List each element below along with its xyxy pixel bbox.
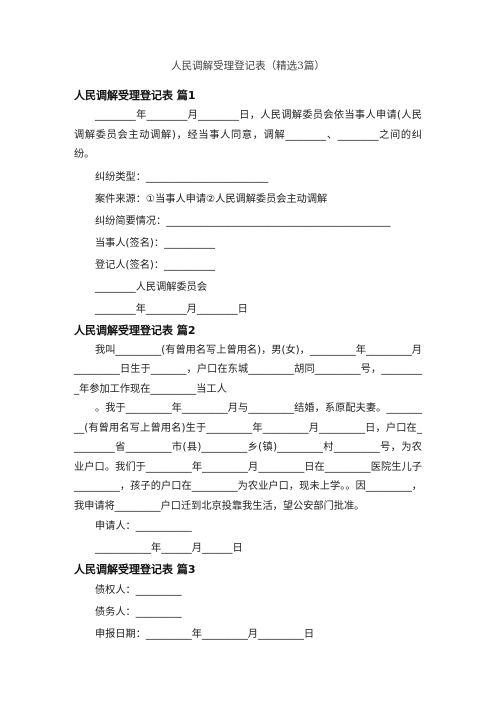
section-2-heading: 人民调解受理登记表 篇2 <box>74 323 196 337</box>
debtor-line: 债务人：_________ <box>95 607 182 618</box>
section-2-date-line: ___________年______月______日 <box>95 543 243 554</box>
dispute-type-line: 纠纷类型：________________________ <box>95 171 269 183</box>
section-3-heading: 人民调解受理登记表 篇3 <box>74 563 196 576</box>
applicant-line: 申请人：___________ <box>95 521 192 532</box>
committee-line: ________人民调解委员会 <box>95 281 208 293</box>
case-source-line: 案件来源：①当事人申请②人民调解委员会主动调解 <box>95 193 328 205</box>
creditor-line: 债权人：_________ <box>95 585 182 596</box>
section-2-paragraph-1: 我叫_________(有曾用名写上曾用名)，男(女)，_________年__… <box>74 344 422 395</box>
document-body: 人民调解受理登记表 篇1 ________年________月________日… <box>74 86 422 646</box>
section-1-paragraph-1: ________年________月________日，人民调解委员会依当事人申… <box>74 110 422 160</box>
dispute-summary-line: 纠纷简要情况：_________________________________… <box>95 215 391 227</box>
party-signature-line: 当事人(签名)：__________ <box>95 237 216 249</box>
registrar-signature-line: 登记人(签名)：__________ <box>95 259 216 271</box>
section-1-heading: 人民调解受理登记表 篇1 <box>74 89 196 102</box>
section-2-paragraph-2: 。我于_________年_________月与_________结婚，系原配夫… <box>74 403 422 512</box>
declaration-date-line: 申报日期：_________年_________月_________日 <box>95 629 315 640</box>
page-title: 人民调解受理登记表（精选3篇） <box>171 60 325 72</box>
section-1-date-line: ________年________月________日 <box>95 303 248 315</box>
